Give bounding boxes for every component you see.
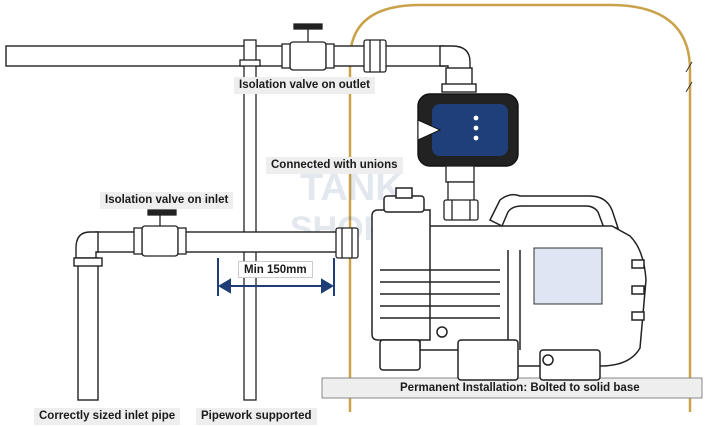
outlet-valve-icon <box>281 23 335 71</box>
pump-body <box>371 187 647 381</box>
pressure-controller <box>417 93 519 183</box>
enclosure-outline <box>348 3 692 412</box>
inlet-union <box>335 227 359 259</box>
inlet-valve-label: Isolation valve on inlet <box>100 192 234 209</box>
unions-label: Connected with unions <box>266 157 403 174</box>
outlet-union <box>363 39 387 73</box>
support-posts <box>239 39 261 401</box>
inlet-valve-icon <box>133 209 187 257</box>
min-distance-arrow <box>217 258 335 296</box>
inlet-pipe <box>73 231 349 401</box>
inlet-pipe-label: Correctly sized inlet pipe <box>34 408 181 425</box>
controller-pump-connector <box>443 181 479 221</box>
outlet-valve-label: Isolation valve on outlet <box>234 77 375 94</box>
min-distance-label: Min 150mm <box>238 261 313 278</box>
enclosure-tick <box>685 61 693 93</box>
pipework-label: Pipework supported <box>196 408 317 425</box>
base-label: Permanent Installation: Bolted to solid … <box>400 382 640 394</box>
